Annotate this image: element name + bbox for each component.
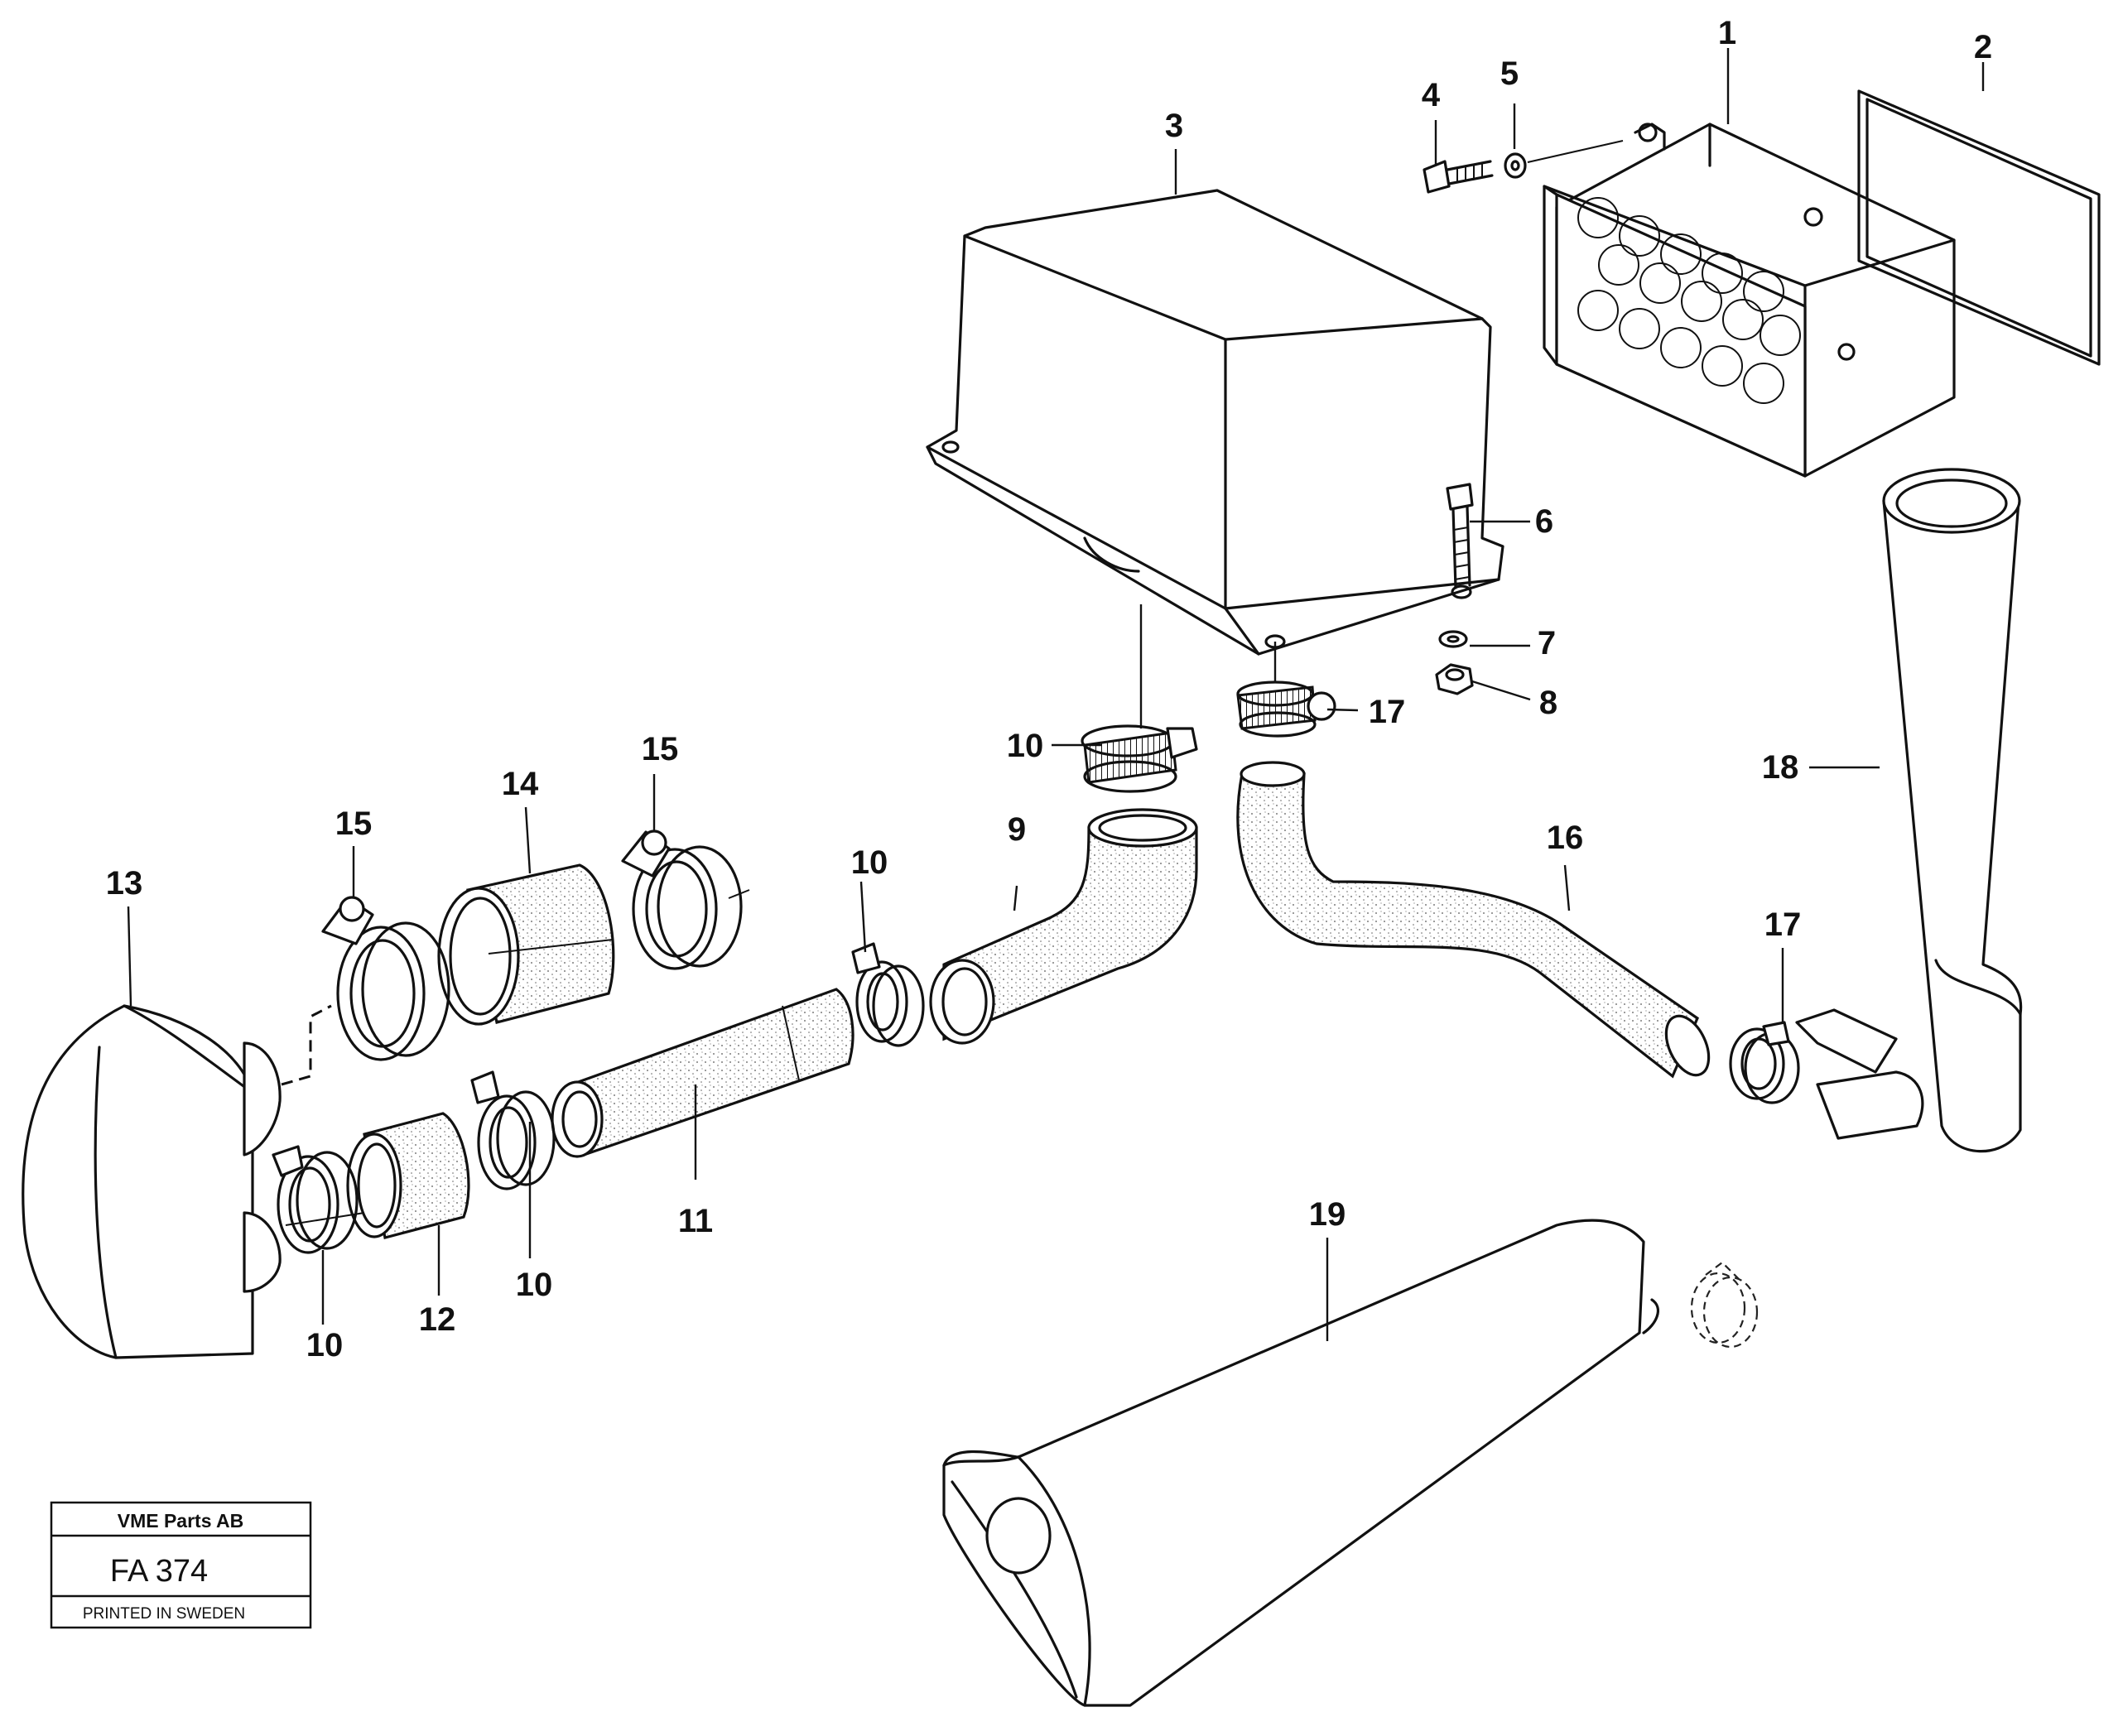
callout-numbers: 1 2 3 4 5 6 7 8 9 10 10 10 10 11 12 13 1… [106, 15, 1992, 1363]
clamp-17-right [1729, 1021, 1800, 1104]
callout-14: 14 [502, 766, 539, 802]
leader-lines [127, 48, 1985, 1341]
callout-8: 8 [1539, 685, 1557, 721]
clamp-10-top [1081, 724, 1198, 793]
callout-15-right: 15 [642, 731, 679, 767]
clamp-15-right [621, 830, 743, 970]
part-3-cover-box [926, 189, 1504, 656]
callout-5: 5 [1500, 55, 1519, 92]
callout-4: 4 [1422, 77, 1441, 113]
callout-2: 2 [1974, 29, 1992, 65]
part-4-bolt [1423, 160, 1494, 194]
callout-1: 1 [1718, 15, 1736, 51]
part-5-washer [1504, 152, 1527, 179]
callout-18: 18 [1762, 749, 1799, 786]
part-7-washer [1438, 630, 1468, 648]
part-1-lamp-housing [1543, 123, 1956, 478]
clamp-10-left [272, 1145, 359, 1254]
callout-16: 16 [1547, 820, 1584, 856]
callout-17-right: 17 [1764, 906, 1802, 943]
part-18-vertical-pipe [1795, 468, 2023, 1153]
callout-12: 12 [419, 1301, 456, 1338]
callout-10-top: 10 [1007, 728, 1044, 764]
callout-7: 7 [1538, 625, 1556, 661]
stamp-box: VME Parts AB FA 374 PRINTED IN SWEDEN [50, 1501, 312, 1629]
clamp-10-mid [851, 942, 925, 1047]
stamp-printed: PRINTED IN SWEDEN [83, 1605, 245, 1623]
part-12-coupling [346, 1112, 470, 1239]
part-9-elbow [929, 808, 1198, 1045]
callout-11: 11 [678, 1203, 713, 1239]
callout-10-center: 10 [516, 1267, 553, 1303]
part-13-air-cleaner [22, 1004, 282, 1359]
stamp-company: VME Parts AB [118, 1510, 244, 1532]
part-14-coupling [437, 863, 615, 1026]
clamp-15-left [321, 896, 450, 1061]
callout-9: 9 [1008, 811, 1026, 848]
callout-6: 6 [1535, 503, 1553, 540]
stamp-code: FA 374 [110, 1554, 208, 1589]
callout-19: 19 [1309, 1196, 1346, 1233]
part-6-bolt [1446, 483, 1474, 589]
ghost-clamp [1690, 1261, 1759, 1349]
part-8-nut [1435, 663, 1474, 695]
part-19-silencer [942, 1219, 1659, 1707]
lamp-lenses [1577, 197, 1801, 404]
callout-17-top: 17 [1369, 694, 1406, 730]
callout-10-mid: 10 [851, 844, 888, 881]
callout-3: 3 [1165, 108, 1183, 144]
callout-13: 13 [106, 865, 143, 902]
part-11-tube [551, 988, 854, 1158]
part-2-gasket [1857, 89, 2101, 366]
part-16-hose [1236, 761, 1711, 1079]
clamp-10-center [470, 1070, 556, 1190]
callout-15-left: 15 [335, 805, 373, 842]
callout-10-left: 10 [306, 1327, 344, 1363]
clamp-17-top [1236, 680, 1336, 738]
